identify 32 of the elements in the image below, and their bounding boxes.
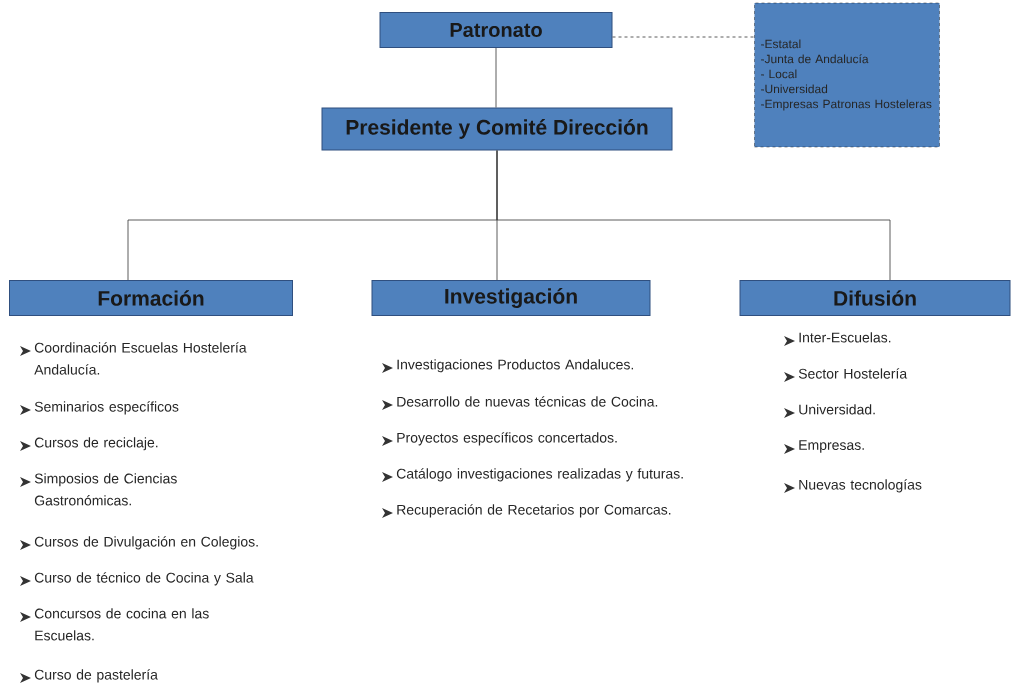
- list-item: Cursos de Divulgación en Colegios.: [34, 536, 258, 550]
- heading-box: Formación: [9, 280, 293, 316]
- list-item: -Junta de Andalucía: [761, 54, 869, 64]
- heading-box: Presidente y Comité Dirección: [321, 107, 673, 151]
- member-box: [754, 2, 940, 148]
- list-item: - Local: [761, 69, 797, 79]
- list-item: Inter-Escuelas.: [799, 332, 891, 343]
- heading-box: Investigación: [371, 280, 651, 316]
- list-item: Simposios de Ciencias Gastronómicas.: [34, 473, 177, 506]
- list-item: Desarrollo de nuevas técnicas de Cocina.: [397, 396, 658, 407]
- list-item: Seminarios específicos: [34, 401, 179, 415]
- list-item: Coordinación Escuelas Hostelería Andalucía.: [34, 342, 247, 375]
- list-item: Recuperación de Recetarios por Comarcas.: [397, 504, 671, 518]
- list-item: Proyectos específicos concertados.: [397, 432, 617, 446]
- list-item: Empresas.: [799, 440, 864, 453]
- connector-line: [496, 150, 891, 281]
- heading-box: Patronato: [379, 12, 613, 48]
- list-item: Curso de técnico de Cocina y Sala: [34, 572, 254, 586]
- list-item: Sector Hostelería: [798, 368, 908, 379]
- heading-box: Difusión: [739, 280, 1011, 316]
- list-item: Cursos de reciclaje.: [34, 437, 158, 451]
- list-item: Catálogo investigaciones realizadas y futuras.: [396, 468, 683, 482]
- connector-line: [612, 36, 755, 38]
- list-item: Nuevas tecnologías: [799, 479, 922, 493]
- list-item: Curso de pastelería: [34, 669, 158, 683]
- list-item: Investigaciones Productos Andaluces.: [397, 359, 634, 373]
- list-item: -Empresas Patronas Hosteleras: [761, 99, 932, 111]
- connector-line: [495, 47, 497, 108]
- list-item: Universidad.: [799, 404, 875, 415]
- list-item: -Estatal: [761, 39, 801, 49]
- list-item: Concursos de cocina en las Escuelas.: [34, 608, 209, 641]
- list-item: -Universidad: [761, 84, 828, 94]
